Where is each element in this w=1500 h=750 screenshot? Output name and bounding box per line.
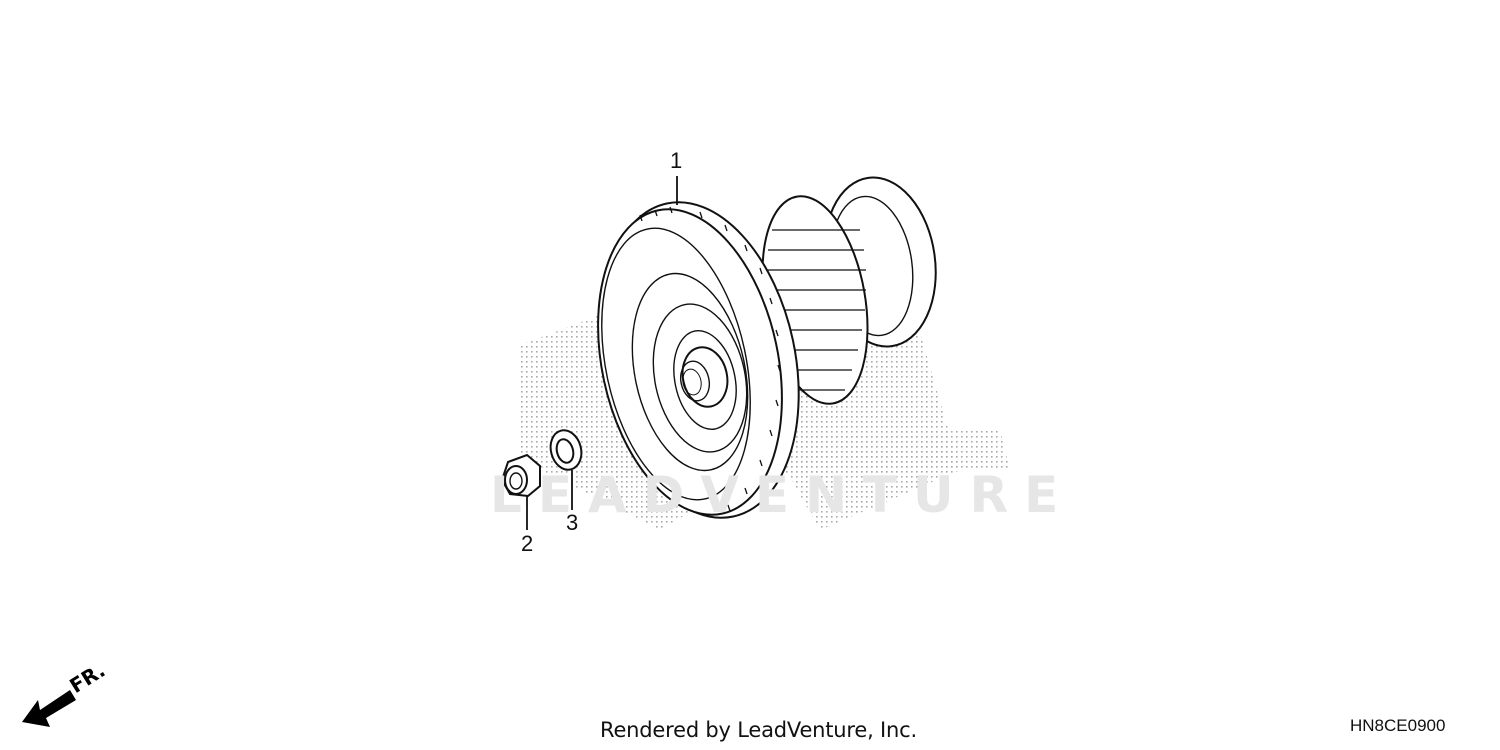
part-1-drum-assembly[interactable]: [572, 170, 947, 536]
part-3-washer[interactable]: [546, 427, 585, 473]
callout-1[interactable]: 1: [670, 148, 683, 173]
callout-2[interactable]: 2: [521, 531, 534, 556]
watermark-text: LEADVENTURE: [490, 466, 1075, 524]
part-2-flange-nut[interactable]: [500, 453, 541, 498]
front-direction-arrow-icon: [22, 690, 76, 727]
leader-lines: [526, 176, 678, 530]
front-direction-indicator: FR.: [18, 658, 128, 738]
diagram-code: HN8CE0900: [1350, 716, 1446, 735]
render-credit: Rendered by LeadVenture, Inc.: [600, 718, 917, 742]
callout-3[interactable]: 3: [566, 510, 579, 535]
